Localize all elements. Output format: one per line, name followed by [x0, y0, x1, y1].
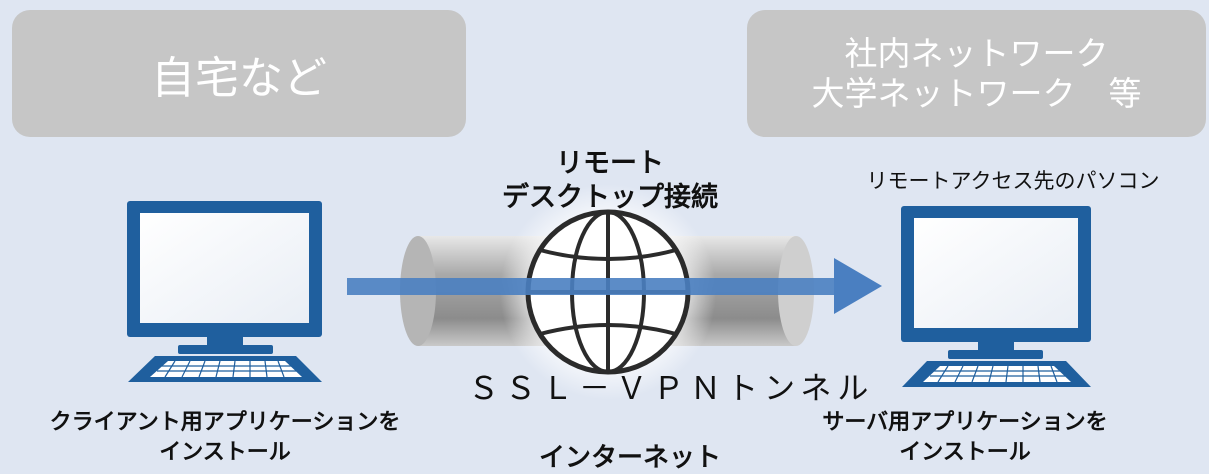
remote-desktop-label: リモート デスクトップ接続	[470, 147, 750, 215]
client-computer-icon	[127, 201, 322, 382]
ssl-vpn-tunnel-label: ＳＳＬ－ＶＰＮトンネル	[468, 371, 875, 407]
corporate-network-box: 社内ネットワーク 大学ネットワーク 等	[747, 10, 1206, 137]
home-location-label: 自宅など	[151, 52, 327, 104]
client-app-line2: インストール	[159, 440, 291, 465]
corporate-network-line1: 社内ネットワーク	[844, 33, 1109, 73]
remote-pc-label: リモートアクセス先のパソコン	[866, 169, 1160, 193]
server-app-line2: インストール	[899, 440, 1031, 465]
server-app-label: サーバ用アプリケーションを インストール	[790, 408, 1140, 468]
home-location-box: 自宅など	[12, 10, 466, 137]
arrow-icon	[347, 258, 882, 314]
client-app-line1: クライアント用アプリケーションを	[49, 410, 401, 435]
remote-desktop-line1: リモート	[556, 148, 664, 179]
corporate-network-line2: 大学ネットワーク 等	[811, 73, 1142, 113]
remote-desktop-line2: デスクトップ接続	[502, 182, 718, 213]
server-app-line1: サーバ用アプリケーションを	[822, 410, 1108, 435]
internet-label: インターネット	[538, 443, 721, 473]
client-app-label: クライアント用アプリケーションを インストール	[0, 408, 450, 468]
server-computer-icon	[901, 206, 1091, 387]
